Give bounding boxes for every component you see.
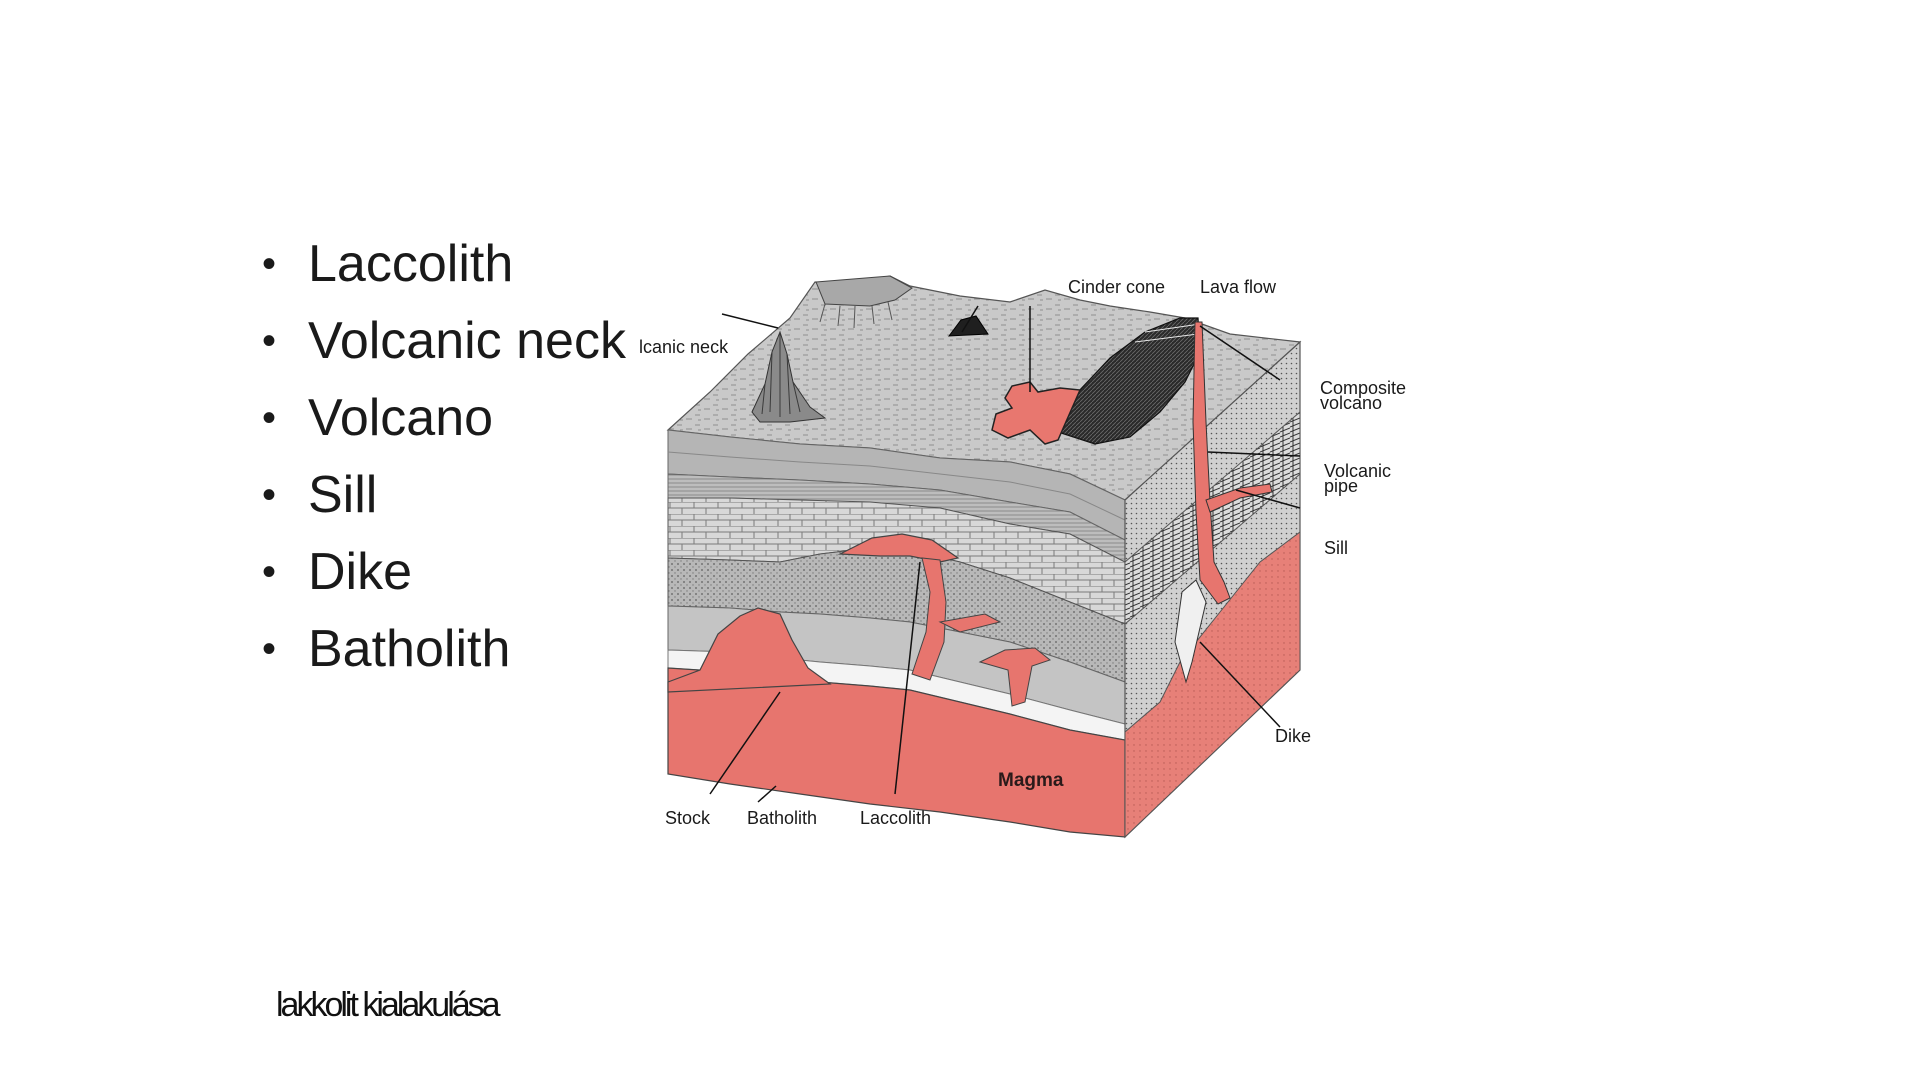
label-magma: Magma [998, 770, 1064, 791]
sill-intrusion [1205, 483, 1273, 513]
footer-caption: lakkolit kialakulása [276, 986, 501, 1024]
label-volcanic-neck: Volcanic neck [640, 337, 729, 357]
side-bricks [1124, 410, 1301, 626]
label-composite-volcano-1: Composite [1320, 378, 1406, 398]
laccolith [837, 533, 960, 563]
bullet-list: Laccolith Volcanic neck Volcano Sill Dik… [262, 226, 626, 688]
bullet-item: Volcanic neck [262, 303, 626, 380]
small-intrusion [978, 647, 1052, 707]
volcanic-pipe [1192, 321, 1231, 605]
label-volcanic-pipe-1: Volcanic [1324, 461, 1391, 481]
label-volcanic-pipe-2: pipe [1324, 476, 1358, 496]
bullet-item: Volcano [262, 380, 626, 457]
label-stock: Stock [665, 808, 711, 828]
laccolith-feeder [911, 557, 947, 681]
small-sill [938, 613, 1002, 633]
label-composite-volcano-2: volcano [1320, 393, 1382, 413]
label-dike: Dike [1275, 726, 1311, 746]
batholith-dome [667, 607, 832, 693]
dike-intrusion [1174, 579, 1207, 684]
cinder-cone [947, 315, 989, 337]
label-cinder-cone: Cinder cone [1068, 277, 1165, 297]
bullet-item: Dike [262, 534, 626, 611]
bullet-item: Batholith [262, 611, 626, 688]
lava-flow [991, 381, 1082, 445]
bullet-item: Sill [262, 457, 626, 534]
leader-lines [709, 305, 1301, 803]
bullet-item: Laccolith [262, 226, 626, 303]
label-lava-flow: Lava flow [1200, 277, 1277, 297]
label-batholith: Batholith [747, 808, 817, 828]
side-magma [1124, 531, 1301, 839]
label-laccolith: Laccolith [860, 808, 931, 828]
label-sill: Sill [1324, 538, 1348, 558]
block-diagram: Volcanic neck Cinder cone Lava flow Comp… [640, 275, 1406, 839]
